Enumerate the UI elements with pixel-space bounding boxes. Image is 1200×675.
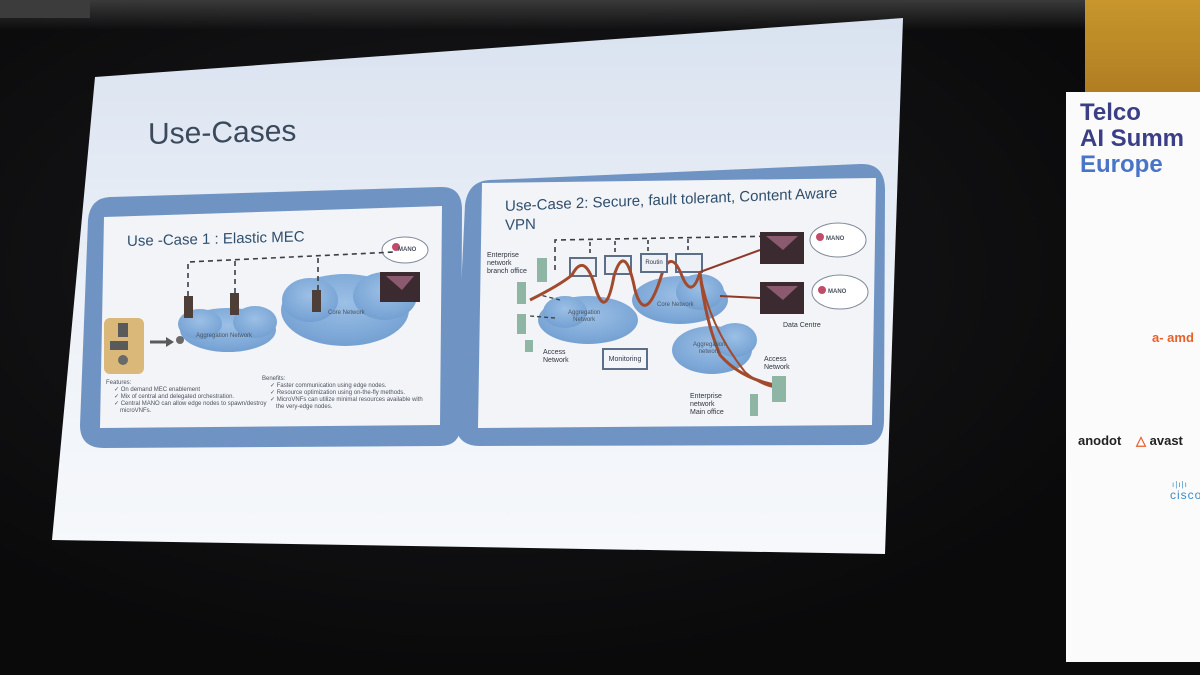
router-box: Routin: [640, 253, 668, 273]
label-line: network: [487, 260, 512, 267]
benefit-item: the very-edge nodes.: [276, 404, 333, 410]
uc2-access-network-left: Access Network: [543, 349, 569, 365]
ceiling: [0, 0, 1200, 30]
benefits-heading: Benefits:: [262, 376, 286, 382]
uc2-aggregation-right: Aggregation network: [693, 342, 725, 356]
mano-logo-icon: [816, 233, 824, 241]
sponsor-amd-logo: a- amd: [1152, 330, 1194, 345]
banner-title-line: AI Summ: [1080, 125, 1185, 152]
mano-logo-icon: [392, 243, 400, 251]
label-line: Enterprise: [690, 393, 722, 400]
mano-logo-icon: [818, 286, 826, 294]
uc1-diagram: [104, 236, 429, 374]
uc1-mano-label: MANO: [398, 247, 417, 253]
feature-item: ✓ On demand MEC enablement: [114, 387, 201, 393]
banner-title: Telco AI Summ Europe: [1080, 100, 1184, 178]
label-line: Access: [543, 349, 566, 356]
banner-title-line: Telco: [1080, 99, 1141, 126]
uc1-aggregation-label: Aggregation Network: [196, 333, 253, 339]
label-line: Network: [543, 357, 569, 364]
monitoring-box: Monitoring: [602, 348, 648, 370]
sponsor-cisco-logo: cisco: [1170, 488, 1200, 502]
label-line: network: [698, 349, 720, 355]
feature-item: microVNFs.: [120, 408, 152, 414]
uc2-main-office-label: Enterprise network Main office: [690, 393, 724, 417]
wall-panel-left: [0, 0, 90, 18]
uc2-core-label: Core Network: [657, 302, 694, 308]
sponsor-name: avast: [1149, 433, 1183, 448]
label-line: Access: [764, 356, 787, 363]
event-banner: [1066, 92, 1200, 662]
wall-panel-gold: [1085, 0, 1200, 92]
uc2-mano-label: MANO: [826, 236, 845, 242]
sponsor-name: amd: [1167, 330, 1194, 345]
benefit-item: ✓ Resource optimization using on-the-fly…: [270, 390, 406, 396]
label-line: Main office: [690, 409, 724, 416]
benefit-item: ✓ Faster communication using edge nodes.: [270, 383, 387, 389]
label-line: Aggregation: [693, 342, 726, 348]
uc2-access-network-right: Access Network: [764, 356, 790, 372]
label-line: branch office: [487, 268, 527, 275]
uc2-branch-office-label: Enterprise network branch office: [487, 252, 527, 276]
feature-item: ✓ Central MANO can allow edge nodes to s…: [114, 401, 267, 407]
label-line: Enterprise: [487, 252, 519, 259]
uc2-aggregation-label: Aggregation Network: [568, 310, 600, 324]
uc1-benefits: Benefits: ✓ Faster communication using e…: [262, 376, 423, 411]
features-heading: Features:: [106, 380, 132, 386]
cisco-bars-icon: ı|ı|ı: [1172, 480, 1188, 489]
label-line: Network: [764, 364, 790, 371]
uc1-core-label: Core Network: [328, 310, 365, 316]
uc2-data-centre-label: Data Centre: [783, 322, 821, 329]
uc2-mano-label-2: MANO: [828, 289, 847, 295]
feature-item: ✓ Mix of central and delegated orchestra…: [114, 394, 235, 400]
slide-title: Use-Cases: [148, 114, 297, 151]
label-line: network: [690, 401, 715, 408]
label-line: Network: [573, 317, 596, 323]
benefit-item: ✓ MicroVNFs can utilize minimal resource…: [270, 397, 423, 403]
sponsor-anodot-logo: anodot: [1078, 433, 1122, 448]
sponsor-avast-logo: △ avast: [1136, 433, 1183, 448]
uc2-diagram: [517, 222, 869, 416]
banner-title-line: Europe: [1080, 151, 1163, 178]
uc1-features: Features: ✓ On demand MEC enablement ✓ M…: [106, 380, 266, 415]
label-line: Aggregation: [568, 310, 601, 316]
